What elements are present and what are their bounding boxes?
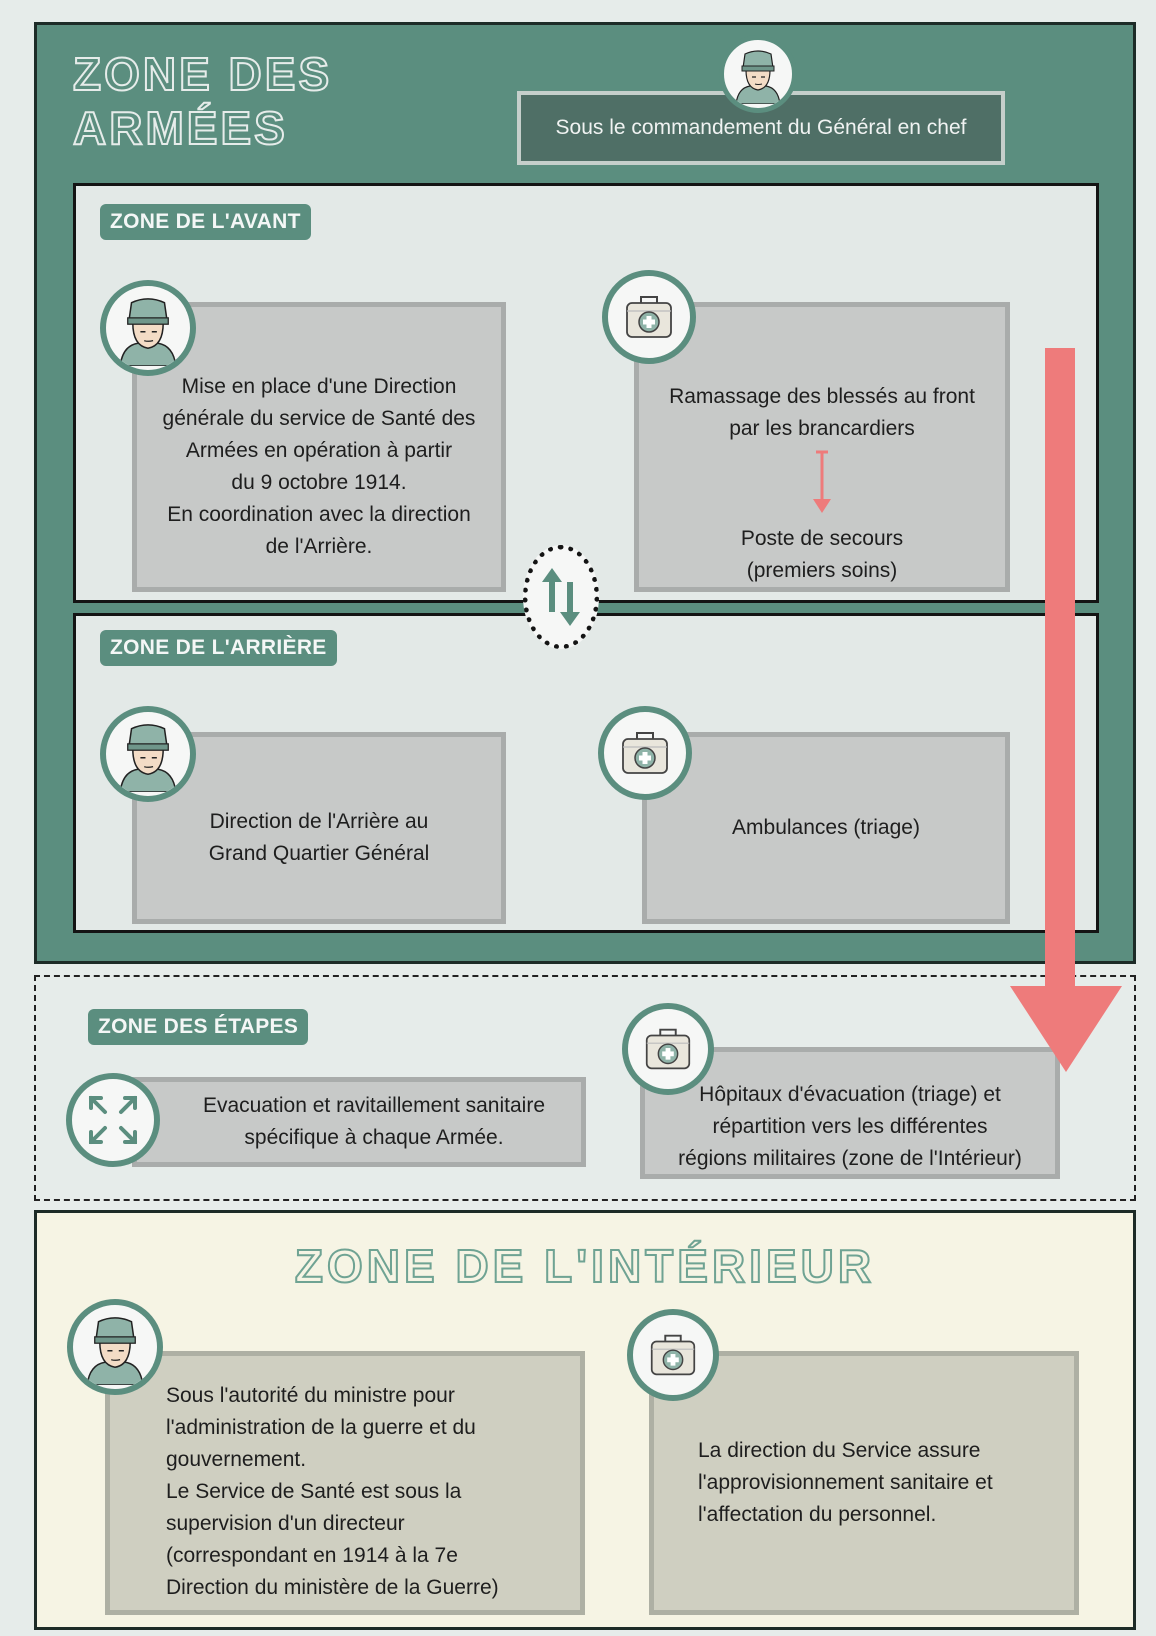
text-line: supervision d'un directeur: [166, 1512, 405, 1535]
text-line: Le Service de Santé est sous la: [166, 1480, 462, 1503]
zone-avant: ZONE DE L'AVANT Mise en place d'une Dire…: [73, 183, 1099, 603]
medical-kit-icon: [627, 1309, 719, 1401]
expand-arrows-icon: [66, 1073, 160, 1167]
zone-etapes-label: ZONE DES ÉTAPES: [88, 1009, 309, 1045]
zone-interieur: ZONE DE L'INTÉRIEUR Sous l'autorité du m…: [34, 1210, 1136, 1630]
soldier-icon: [100, 280, 196, 376]
text-line: Mise en place d'une Direction: [181, 375, 457, 398]
text-line: spécifique à chaque Armée.: [244, 1126, 504, 1149]
text-line: En coordination avec la direction: [167, 503, 471, 526]
text-line: Armées en opération à partir: [185, 439, 453, 462]
zone-des-etapes: ZONE DES ÉTAPES Evacuation et ravitaille…: [34, 975, 1136, 1201]
zone-des-armees: ZONE DES ARMÉES Sous le commandement du …: [34, 22, 1136, 964]
direction-arriere-text: Direction de l'Arrière au Grand Quartier…: [209, 806, 430, 870]
direction-service-text: La direction du Service assure l'approvi…: [698, 1435, 993, 1531]
direction-generale-card: Mise en place d'une Direction générale d…: [132, 302, 506, 592]
swap-arrows-icon: [523, 545, 599, 649]
zone-arriere: ZONE DE L'ARRIÈRE Direction de l'Arrière…: [73, 613, 1099, 933]
zone-interieur-title: ZONE DE L'INTÉRIEUR: [294, 1239, 876, 1293]
text-line: (correspondant en 1914 à la 7e: [166, 1544, 458, 1567]
text-line: Ramassage des blessés au front: [669, 385, 975, 408]
soldier-icon: [719, 35, 797, 113]
zone-avant-label: ZONE DE L'AVANT: [100, 204, 311, 240]
text-line: par les brancardiers: [729, 417, 915, 440]
text-line: du 9 octobre 1914.: [231, 471, 407, 494]
direction-service-card: La direction du Service assure l'approvi…: [649, 1351, 1079, 1615]
soldier-icon: [100, 706, 196, 802]
hopitaux-text: Hôpitaux d'évacuation (triage) et répart…: [678, 1079, 1022, 1175]
hopitaux-card: Hôpitaux d'évacuation (triage) et répart…: [640, 1047, 1060, 1179]
text-line: Direction de l'Arrière au: [209, 810, 429, 833]
ramassage-card: Ramassage des blessés au front par les b…: [634, 302, 1010, 592]
text-line: l'administration de la guerre et du: [166, 1416, 476, 1439]
text-line: l'affectation du personnel.: [698, 1503, 937, 1526]
zone-des-armees-title: ZONE DES ARMÉES: [72, 47, 333, 155]
text-line: (premiers soins): [746, 559, 898, 582]
evacuation-text: Evacuation et ravitaillement sanitaire s…: [203, 1090, 545, 1154]
direction-generale-text: Mise en place d'une Direction générale d…: [163, 371, 476, 563]
medical-kit-icon: [598, 706, 692, 800]
zone-arriere-label: ZONE DE L'ARRIÈRE: [100, 630, 337, 666]
ambulances-card: Ambulances (triage): [642, 732, 1010, 924]
evacuation-flow-arrow: [1010, 348, 1128, 1074]
autorite-ministre-text: Sous l'autorité du ministre pour l'admin…: [166, 1380, 499, 1604]
text-line: régions militaires (zone de l'Intérieur): [678, 1147, 1022, 1170]
text-line: Poste de secours: [740, 527, 904, 550]
text-line: Hôpitaux d'évacuation (triage) et: [699, 1083, 1001, 1106]
text-line: Sous l'autorité du ministre pour: [166, 1384, 455, 1407]
text-line: l'approvisionnement sanitaire et: [698, 1471, 993, 1494]
text-line: La direction du Service assure: [698, 1439, 981, 1462]
text-line: gouvernement.: [166, 1448, 307, 1471]
evacuation-card: Evacuation et ravitaillement sanitaire s…: [132, 1077, 586, 1167]
autorite-ministre-card: Sous l'autorité du ministre pour l'admin…: [105, 1351, 585, 1615]
text-line: de l'Arrière.: [265, 535, 373, 558]
text-line: répartition vers les différentes: [712, 1115, 988, 1138]
text-line: Evacuation et ravitaillement sanitaire: [202, 1094, 545, 1117]
title-line-2: ARMÉES: [72, 101, 288, 155]
text-line: générale du service de Santé des: [162, 407, 476, 430]
down-arrow-icon: [813, 450, 831, 513]
title-line-1: ZONE DES: [72, 47, 333, 101]
text-line: Grand Quartier Général: [208, 842, 430, 865]
soldier-icon: [67, 1299, 163, 1395]
medical-kit-icon: [602, 270, 696, 364]
text-line: Direction du ministère de la Guerre): [166, 1576, 499, 1599]
medical-kit-icon: [622, 1003, 714, 1095]
